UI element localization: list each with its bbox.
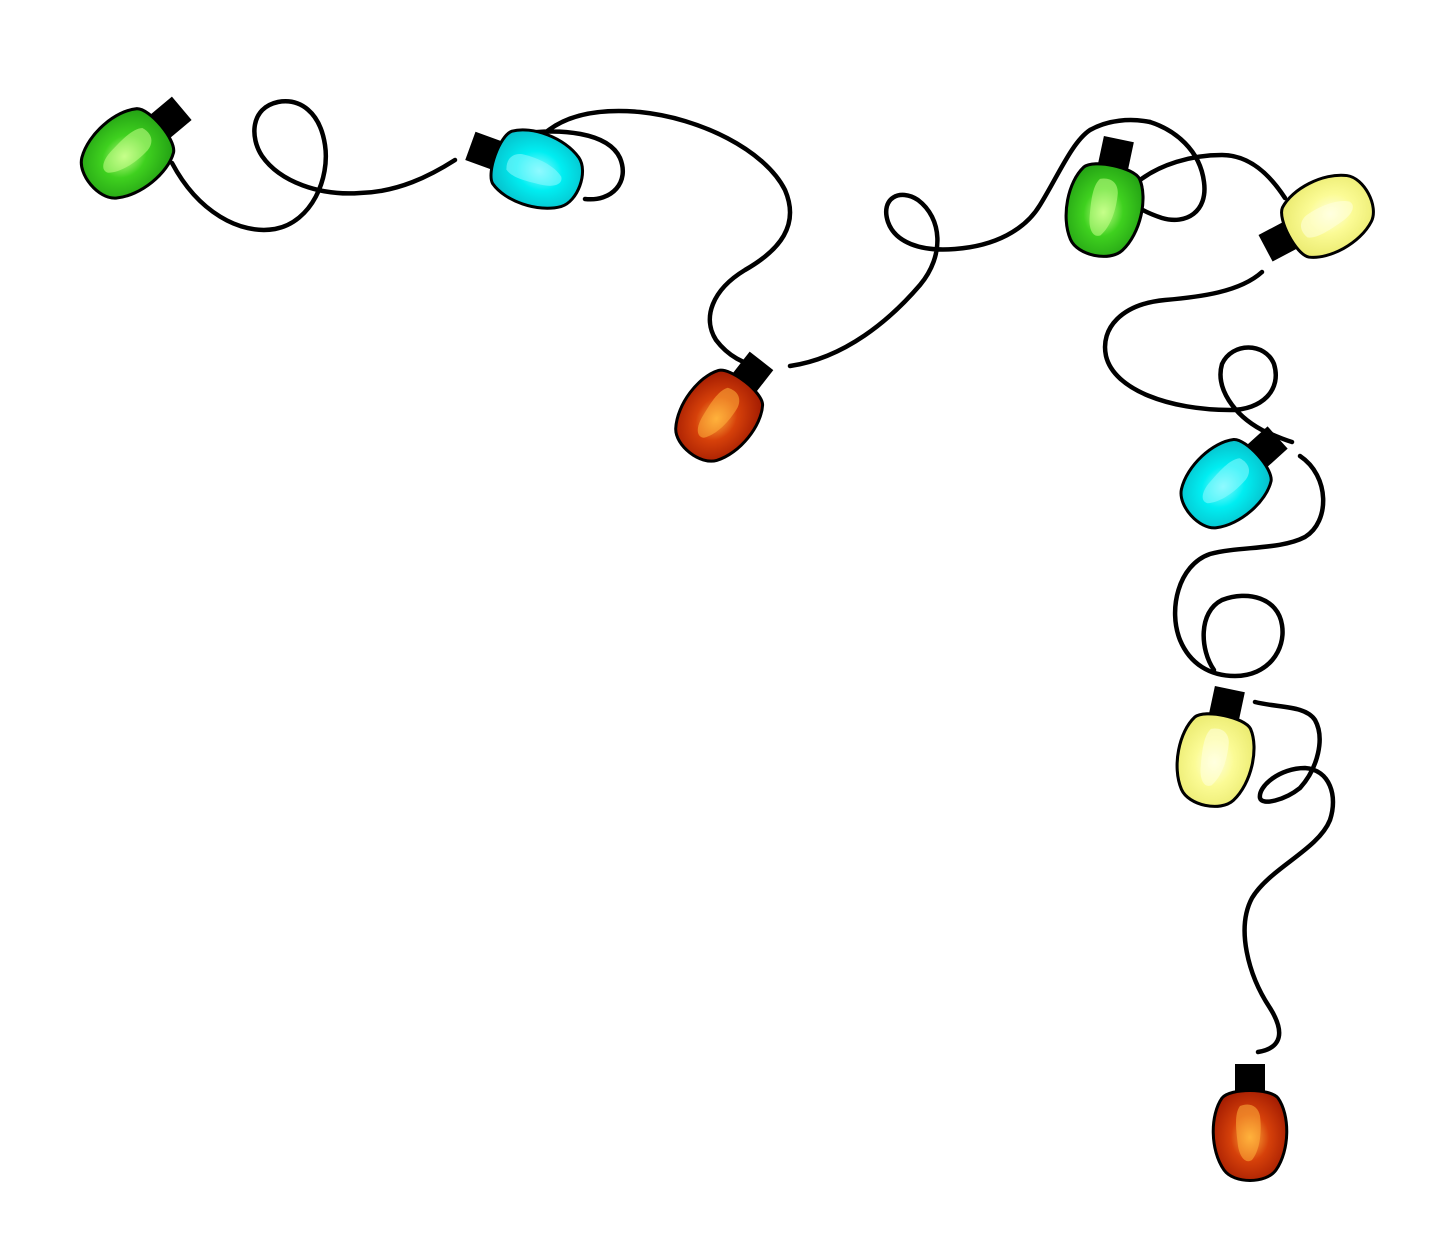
bulb-yellow-2 — [1175, 685, 1256, 808]
bulb-yellow-1 — [1258, 173, 1375, 262]
bulb-cyan-1 — [465, 128, 584, 210]
light-string-wire — [169, 99, 1336, 1055]
bulb-green-1 — [79, 96, 192, 200]
wire-segment — [169, 99, 458, 233]
bulb-highlight — [697, 387, 740, 438]
wire-segment — [517, 108, 793, 369]
bulb-highlight — [103, 128, 152, 173]
wire-segment — [1133, 119, 1288, 222]
wire-segment — [1172, 453, 1326, 679]
bulb-highlight — [1236, 1104, 1261, 1162]
wire-segment — [787, 117, 1153, 369]
bulb-highlight — [506, 154, 562, 186]
bulb-highlight — [1301, 200, 1353, 238]
wire-segment — [1242, 699, 1336, 1055]
bulb-red-2 — [1211, 1064, 1289, 1182]
bulb-highlight — [1202, 458, 1250, 504]
bulb-highlight — [1089, 178, 1118, 236]
bulb-green-2 — [1064, 135, 1145, 258]
bulb-cyan-2 — [1179, 426, 1288, 530]
wire-segment — [1102, 269, 1295, 445]
light-bulbs — [79, 96, 1375, 1182]
bulb-highlight — [1200, 728, 1229, 786]
bulb-red-1 — [674, 351, 774, 463]
